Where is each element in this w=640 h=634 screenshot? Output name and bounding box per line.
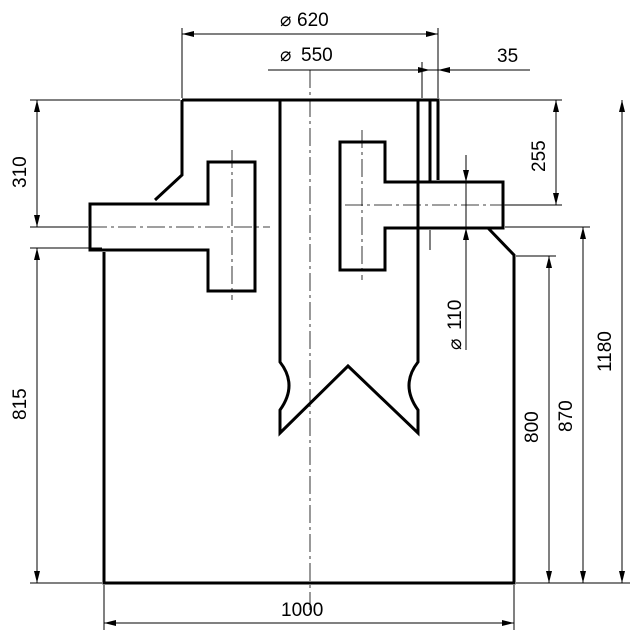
dim-1180-arrow-top <box>619 100 625 112</box>
dim-800-arrow-bottom <box>546 571 552 583</box>
outlet-pipe <box>338 140 505 272</box>
dim-1000-label: 1000 <box>281 600 323 621</box>
dim-310-label: 310 <box>10 156 31 188</box>
dim-1000-arrow-right <box>502 620 514 626</box>
tank-outline <box>102 98 516 585</box>
dim-110-arrow-top <box>463 170 469 182</box>
dim-110-diameter-symbol: ⌀ <box>445 339 466 350</box>
dim-620-arrow-right <box>426 31 438 37</box>
dim-800-label: 800 <box>522 411 543 443</box>
dim-815-label: 815 <box>10 388 31 420</box>
dim-1180-label: 1180 <box>595 331 616 372</box>
inner-cylinder <box>278 100 420 437</box>
dim-870-label: 870 <box>556 400 577 432</box>
dim-800-arrow-top <box>546 256 552 268</box>
dim-255-label: 255 <box>529 140 550 172</box>
dim-870-arrow-top <box>580 227 586 239</box>
dim-1000-arrow-left <box>104 620 116 626</box>
dim-1180-arrow-bottom <box>619 571 625 583</box>
dim-620-diameter-symbol: ⌀ <box>280 10 291 31</box>
dim-255-arrow-top <box>553 100 559 112</box>
dim-870-arrow-bottom <box>580 571 586 583</box>
inlet-pipe <box>88 160 257 293</box>
dim-110-arrow-bottom <box>463 228 469 240</box>
dim-110-label: 110 <box>445 300 466 330</box>
dim-815-arrow-bottom <box>34 571 40 583</box>
dim-255-arrow-bottom <box>553 193 559 205</box>
dim-310-arrow-top <box>34 100 40 112</box>
dim-310-arrow-bottom <box>34 215 40 227</box>
dim-620-arrow-left <box>182 31 194 37</box>
dim-620-label: 620 <box>297 10 329 31</box>
dim-35-label: 35 <box>497 46 518 67</box>
dim-550-diameter-symbol: ⌀ <box>280 45 291 66</box>
dim-550-label: 550 <box>301 45 333 66</box>
dim-35-arrow-right <box>438 67 450 73</box>
dim-815-arrow-top <box>34 248 40 260</box>
